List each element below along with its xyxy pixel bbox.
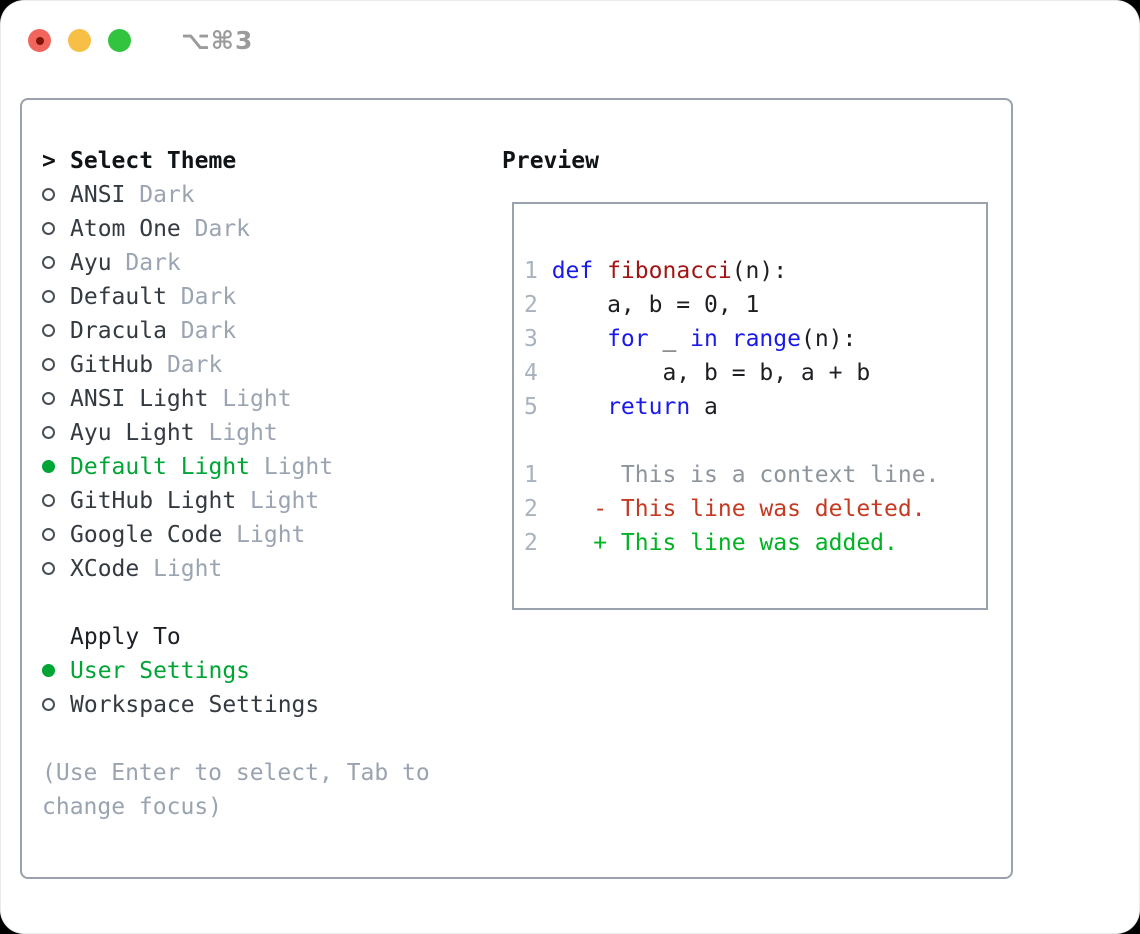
theme-name: XCode [70, 556, 140, 582]
code-line: 4 a, b = b, a + b [524, 356, 976, 390]
theme-name: GitHub Light [70, 488, 237, 514]
preview-title: Preview [502, 148, 599, 174]
diff-context-line: 1 This is a context line. [524, 458, 976, 492]
line-number: 4 [524, 360, 538, 386]
theme-name: Ayu Light [70, 420, 195, 446]
theme-name: ANSI Light [70, 386, 209, 412]
theme-option-dracula-dark[interactable]: Dracula Dark [42, 314, 487, 348]
diff-added-line: 2 + This line was added. [524, 526, 976, 560]
radio-icon [42, 484, 70, 518]
theme-name: ANSI [70, 182, 126, 208]
apply-to-title-label: Apply To [70, 624, 181, 650]
theme-name: Default Light [70, 454, 251, 480]
theme-tag: Dark [125, 250, 181, 276]
theme-name: Default [70, 284, 167, 310]
radio-icon [42, 212, 70, 246]
apply-option-name: Workspace Settings [70, 692, 320, 718]
theme-tag: Light [153, 556, 223, 582]
close-button-dot-icon [35, 36, 44, 45]
theme-tag: Dark [194, 216, 251, 242]
theme-name: GitHub [70, 352, 154, 378]
minimize-button[interactable] [68, 29, 91, 52]
close-button[interactable] [28, 29, 51, 52]
line-number: 2 [524, 530, 538, 556]
theme-tag: Light [263, 454, 334, 480]
theme-tag: Light [208, 420, 278, 446]
theme-option-default-dark[interactable]: Default Dark [42, 280, 487, 314]
apply-option-workspace-settings[interactable]: Workspace Settings [42, 688, 487, 722]
theme-name: Ayu [70, 250, 112, 276]
apply-option-user-settings[interactable]: User Settings [42, 654, 487, 688]
window-shortcut-label: ⌥⌘3 [181, 26, 254, 55]
radio-icon [42, 314, 70, 348]
theme-option-ayu-light[interactable]: Ayu Light Light [42, 416, 487, 450]
theme-tag: Light [236, 522, 306, 548]
theme-tag: Dark [180, 284, 237, 310]
radio-selected-icon [42, 654, 70, 688]
prompt-marker-icon: > [42, 148, 56, 174]
diff-deleted-line: 2 - This line was deleted. [524, 492, 976, 526]
theme-tag: Light [222, 386, 292, 412]
maximize-button[interactable] [108, 29, 131, 52]
theme-option-github-dark[interactable]: GitHub Dark [42, 348, 487, 382]
radio-icon [42, 688, 70, 722]
code-line: 5 return a [524, 390, 976, 424]
line-number: 2 [524, 496, 538, 522]
line-number: 2 [524, 292, 538, 318]
radio-icon [42, 348, 70, 382]
apply-to-title: Apply To [42, 620, 487, 654]
keyboard-hint-text: (Use Enter to select, Tab to change focu… [42, 760, 444, 820]
radio-icon [42, 246, 70, 280]
line-number: 3 [524, 326, 538, 352]
theme-tag: Dark [139, 182, 195, 208]
spacer [42, 722, 487, 756]
spacer [524, 424, 976, 458]
theme-option-google-code[interactable]: Google Code Light [42, 518, 487, 552]
theme-option-github-light[interactable]: GitHub Light Light [42, 484, 487, 518]
theme-option-default-light[interactable]: Default Light Light [42, 450, 487, 484]
code-line: 3 for _ in range(n): [524, 322, 976, 356]
theme-tag: Dark [166, 352, 223, 378]
line-number: 1 [524, 258, 538, 284]
theme-option-ansi-light[interactable]: ANSI Light Light [42, 382, 487, 416]
theme-name: Google Code [70, 522, 223, 548]
radio-icon [42, 416, 70, 450]
radio-icon [42, 178, 70, 212]
line-number: 5 [524, 394, 538, 420]
radio-selected-icon [42, 450, 70, 484]
theme-option-ayu-dark[interactable]: Ayu Dark [42, 246, 487, 280]
select-theme-title-label: Select Theme [70, 148, 237, 174]
theme-name: Atom One [70, 216, 181, 242]
select-theme-title: > Select Theme [42, 144, 487, 178]
theme-option-atom-one-dark[interactable]: Atom One Dark [42, 212, 487, 246]
spacer [42, 586, 487, 620]
radio-icon [42, 518, 70, 552]
window-titlebar: ⌥⌘3 [28, 26, 253, 55]
line-number: 1 [524, 462, 538, 488]
radio-icon [42, 382, 70, 416]
theme-option-ansi-dark[interactable]: ANSI Dark [42, 178, 487, 212]
radio-icon [42, 280, 70, 314]
theme-tag: Dark [180, 318, 237, 344]
theme-tag: Light [250, 488, 320, 514]
code-line: 2 a, b = 0, 1 [524, 288, 976, 322]
radio-icon [42, 552, 70, 586]
apply-option-name: User Settings [70, 658, 251, 684]
theme-name: Dracula [70, 318, 167, 344]
theme-option-xcode[interactable]: XCode Light [42, 552, 487, 586]
